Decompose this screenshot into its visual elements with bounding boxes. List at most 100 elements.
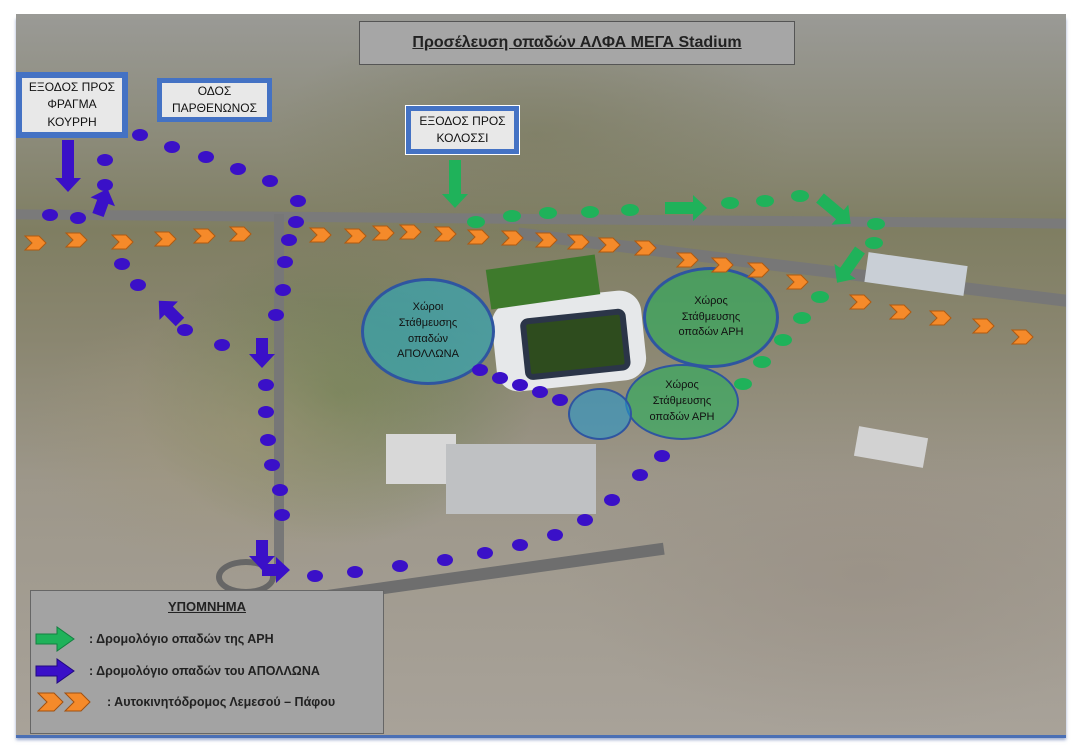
- highway-chevron: [343, 228, 367, 244]
- ari-route-dot: [756, 195, 774, 207]
- highway-chevron: [64, 232, 88, 248]
- apollon-route-dot: [272, 484, 288, 496]
- legend-label: : Δρομολόγιο οπαδών του ΑΠΟΛΛΩΝΑ: [89, 664, 320, 678]
- apollon-route-dot: [114, 258, 130, 270]
- ari-route-dot: [774, 334, 792, 346]
- apollon-route-dot: [214, 339, 230, 351]
- highway-chevron: [888, 304, 912, 320]
- apollon-route-dot: [258, 379, 274, 391]
- road: [274, 214, 284, 574]
- ari-arrow-curve: [816, 193, 851, 225]
- apollon-route-dot: [164, 141, 180, 153]
- ari-route-dot: [621, 204, 639, 216]
- apollon-route-dot: [288, 216, 304, 228]
- ari-route-dot: [467, 216, 485, 228]
- apollon-route-dot: [654, 450, 670, 462]
- apollon-arrow-down-3: [249, 540, 275, 570]
- apollon-route-dot: [277, 256, 293, 268]
- apollon-route-dot: [552, 394, 568, 406]
- apollon-route-dot: [392, 560, 408, 572]
- highway-chevron: [710, 257, 734, 273]
- highway-chevron: [398, 224, 422, 240]
- ari-route-dot: [867, 218, 885, 230]
- ari-route-dot: [581, 206, 599, 218]
- apollon-arrow-up-left: [158, 300, 185, 327]
- zone-ari-parking-1: Χώρος Στάθμευσης οπαδών ΑΡΗ: [643, 267, 779, 368]
- highway-chevron: [466, 229, 490, 245]
- blue-arrow-icon: [35, 658, 75, 684]
- apollon-route-dot: [281, 234, 297, 246]
- highway-chevron: [928, 310, 952, 326]
- legend-label: : Δρομολόγιο οπαδών της ΑΡΗ: [89, 632, 274, 646]
- apollon-route-dot: [97, 179, 113, 191]
- legend-label: : Αυτοκινητόδρομος Λεμεσού – Πάφου: [107, 695, 336, 709]
- highway-chevron: [566, 234, 590, 250]
- apollon-arrow-up: [90, 188, 116, 218]
- label-exit-kolossi: ΕΞΟΔΟΣ ΠΡΟΣ ΚΟΛΟΣΣΙ: [405, 105, 520, 155]
- map-title: Προσέλευση οπαδών ΑΛΦΑ ΜΕΓΑ Stadium: [359, 21, 795, 65]
- highway-chevron: [534, 232, 558, 248]
- apollon-route-dot: [260, 434, 276, 446]
- highway-chevron: [433, 226, 457, 242]
- label-text: ΕΞΟΔΟΣ ΠΡΟΣ ΦΡΑΓΜΑ ΚΟΥΡΡΗ: [28, 79, 116, 129]
- label-exit-kourri: ΕΞΟΔΟΣ ΠΡΟΣ ΦΡΑΓΜΑ ΚΟΥΡΡΗ: [16, 72, 128, 138]
- apollon-route-dot: [274, 509, 290, 521]
- apollon-route-dot: [262, 175, 278, 187]
- highway-chevron: [23, 235, 47, 251]
- apollon-route-dot: [477, 547, 493, 559]
- ari-route-dot: [753, 356, 771, 368]
- apollon-route-dot: [130, 279, 146, 291]
- legend-item-highway: : Αυτοκινητόδρομος Λεμεσού – Πάφου: [37, 688, 335, 716]
- legend: ΥΠΟΜΝΗΜΑ : Δρομολόγιο οπαδών της ΑΡΗ : Δ…: [30, 590, 384, 734]
- green-arrow-icon: [35, 626, 75, 652]
- apollon-route-dot: [198, 151, 214, 163]
- label-text: ΟΔΟΣ ΠΑΡΘΕΝΩΝΟΣ: [171, 83, 258, 115]
- ari-arrow-down: [442, 160, 468, 208]
- apollon-arrow-right: [262, 557, 290, 583]
- apollon-route-dot: [268, 309, 284, 321]
- highway-chevron: [228, 226, 252, 242]
- highway-chevron: [848, 294, 872, 310]
- apollon-route-dot: [437, 554, 453, 566]
- ari-route-dot: [721, 197, 739, 209]
- highway-chevron: [971, 318, 995, 334]
- apollon-route-dot: [258, 406, 274, 418]
- highway-chevron: [746, 262, 770, 278]
- legend-title: ΥΠΟΜΝΗΜΑ: [168, 599, 246, 614]
- highway-chevron: [675, 252, 699, 268]
- label-parthenonos: ΟΔΟΣ ΠΑΡΘΕΝΩΝΟΣ: [157, 78, 272, 122]
- apollon-route-dot: [632, 469, 648, 481]
- apollon-route-dot: [512, 379, 528, 391]
- apollon-route-dot: [132, 129, 148, 141]
- building: [446, 444, 596, 514]
- label-text: ΕΞΟΔΟΣ ΠΡΟΣ ΚΟΛΟΣΣΙ: [419, 113, 506, 145]
- apollon-arrow-down-2: [249, 338, 275, 368]
- apollon-route-dot: [230, 163, 246, 175]
- apollon-route-dot: [290, 195, 306, 207]
- apollon-route-dot: [547, 529, 563, 541]
- highway-chevron: [308, 227, 332, 243]
- zone-label: Χώρος Στάθμευσης οπαδών ΑΡΗ: [678, 294, 744, 339]
- highway-chevron: [192, 228, 216, 244]
- ari-route-dot: [811, 291, 829, 303]
- highway-chevron: [1010, 329, 1034, 345]
- apollon-route-dot: [42, 209, 58, 221]
- apollon-route-dot: [97, 154, 113, 166]
- apollon-route-dot: [177, 324, 193, 336]
- apollon-route-dot: [577, 514, 593, 526]
- ari-arrow-right: [665, 195, 707, 221]
- apollon-route-dot: [307, 570, 323, 582]
- ari-route-dot: [503, 210, 521, 222]
- apollon-arrow-down: [55, 140, 81, 192]
- highway-chevron: [371, 225, 395, 241]
- apollon-route-dot: [492, 372, 508, 384]
- legend-item-apollon: : Δρομολόγιο οπαδών του ΑΠΟΛΛΩΝΑ: [35, 657, 320, 685]
- building: [386, 434, 456, 484]
- ari-route-dot: [734, 378, 752, 390]
- apollon-route-dot: [70, 212, 86, 224]
- apollon-route-dot: [512, 539, 528, 551]
- apollon-route-dot: [532, 386, 548, 398]
- ari-route-dot: [865, 237, 883, 249]
- highway-chevron: [785, 274, 809, 290]
